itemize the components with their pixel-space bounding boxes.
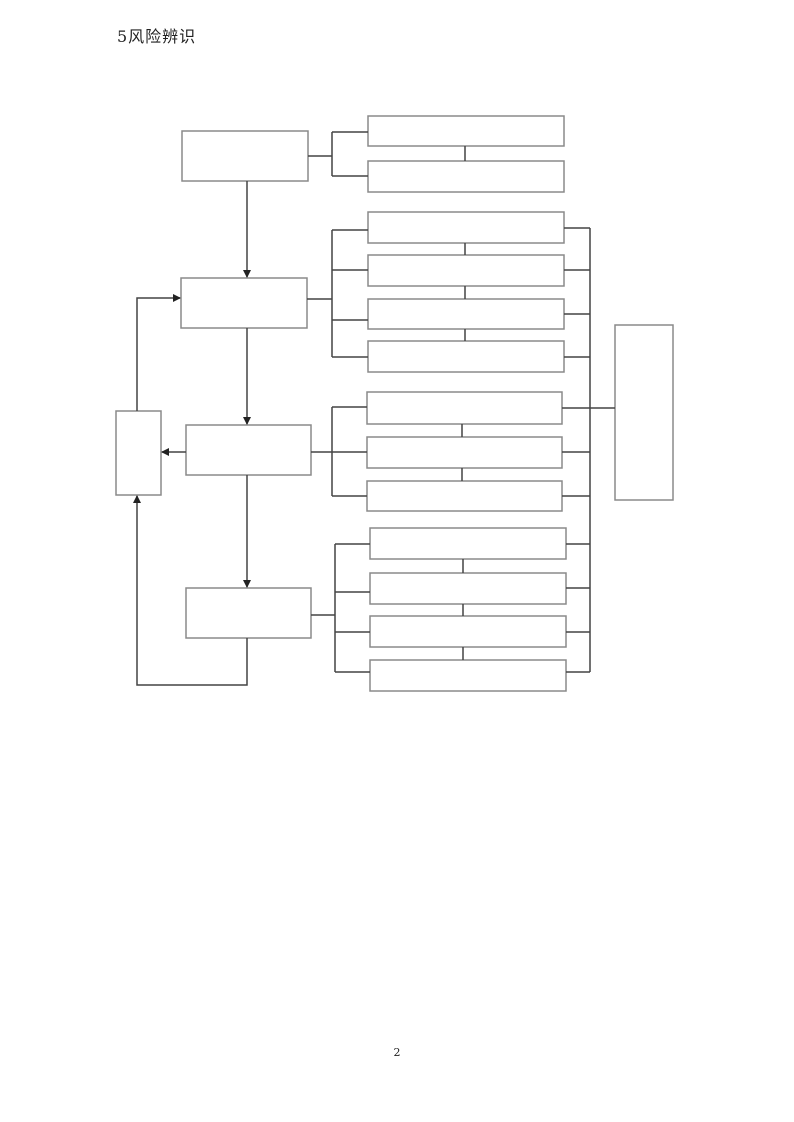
detail-box: [369, 615, 567, 648]
detail-box: [367, 160, 565, 193]
process-box-1: [181, 130, 309, 182]
detail-box: [366, 480, 563, 512]
feedback-box: [115, 410, 162, 496]
detail-box: [369, 572, 567, 605]
section-heading: 5风险辨识: [117, 27, 197, 46]
page-number: 2: [393, 1046, 401, 1059]
detail-box: [367, 211, 565, 244]
detail-box: [367, 340, 565, 373]
process-box-2: [180, 277, 308, 329]
detail-box: [366, 391, 563, 425]
detail-box: [367, 254, 565, 287]
detail-box: [367, 298, 565, 330]
connector-lines: [133, 131, 615, 686]
detail-box: [369, 527, 567, 560]
detail-box: [366, 436, 563, 469]
detail-box: [369, 659, 567, 692]
process-box-3: [185, 424, 312, 476]
summary-box: [614, 324, 674, 501]
detail-box: [367, 115, 565, 147]
process-box-4: [185, 587, 312, 639]
